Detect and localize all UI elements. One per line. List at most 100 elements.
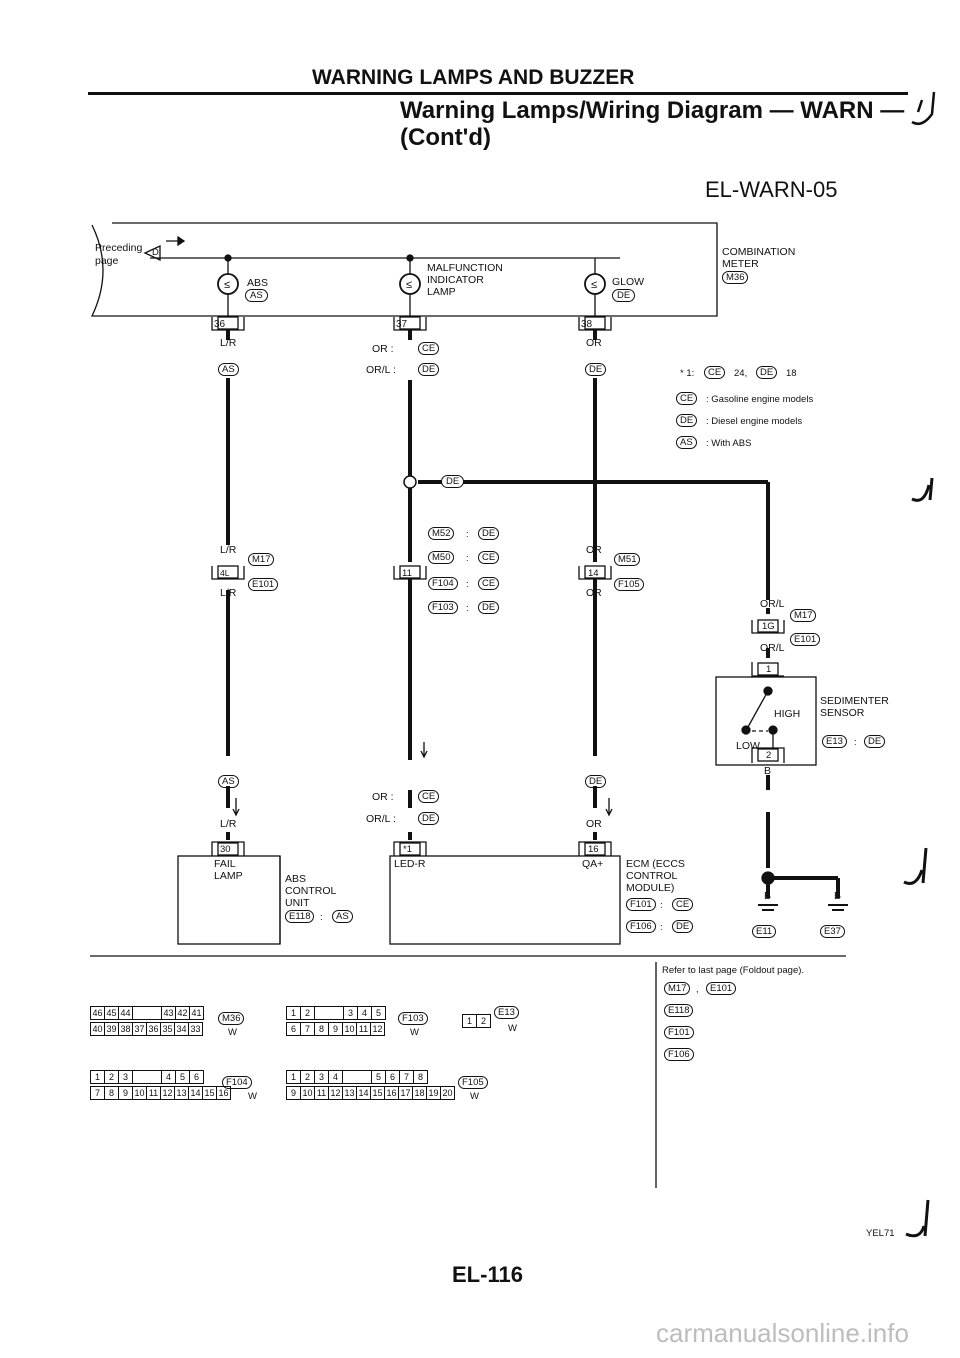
wire-color-or: OR	[586, 544, 602, 556]
connector-pin-cell: 16	[384, 1086, 399, 1100]
foldout-reference: Refer to last page (Foldout page).	[662, 965, 805, 976]
connector-pin-cell: 43	[161, 1006, 176, 1020]
separator-colon: :	[854, 737, 857, 748]
mil-label-3: LAMP	[427, 286, 456, 298]
connector-pin-cell: 39	[104, 1022, 119, 1036]
connector-pin-cell: 46	[90, 1006, 105, 1020]
legend-as-desc: : With ABS	[706, 438, 752, 449]
wire-color-lr: L/R	[220, 587, 237, 599]
wire-harness-w: W	[410, 1027, 419, 1038]
connector-f103: F103	[398, 1012, 428, 1025]
connector-e101: E101	[790, 633, 821, 646]
connector-e118: E118	[285, 910, 315, 923]
tag-de: DE	[585, 363, 607, 376]
ecm-label-2: CONTROL	[626, 870, 678, 882]
connector-pin-cell: 1	[286, 1006, 301, 1020]
watermark: carmanualsonline.info	[656, 1318, 909, 1348]
wire-color-b: B	[834, 890, 842, 902]
mil-label-1: MALFUNCTION	[427, 262, 503, 274]
connector-pin-cell: 35	[160, 1022, 175, 1036]
connector-pin-cell: 37	[132, 1022, 147, 1036]
connector-pin-cell: 4	[357, 1006, 372, 1020]
connector-pin-cell: 40	[90, 1022, 105, 1036]
combination-meter-label-2: METER	[722, 258, 759, 270]
connector-pin-cell: 12	[328, 1086, 343, 1100]
connector-pin-cell: 5	[175, 1070, 190, 1084]
abs-control-unit-label-2: CONTROL	[285, 885, 337, 897]
wire-color-b: B	[764, 890, 772, 902]
connector-pin-cell: 6	[385, 1070, 400, 1084]
connector-pin-cell: 6	[286, 1022, 301, 1036]
wire-color-orl: OR/L	[760, 642, 785, 654]
connector-pin-cell: 8	[104, 1086, 119, 1100]
connector-pin-cell: 13	[174, 1086, 189, 1100]
connector-pin-cell: 38	[118, 1022, 133, 1036]
preceding-page-label: page	[95, 255, 119, 267]
ecm-label: ECM (ECCS	[626, 858, 685, 870]
wire-color-or: OR :	[372, 791, 394, 803]
section-title: WARNING LAMPS AND BUZZER	[312, 66, 635, 89]
wire-color-or: OR :	[372, 343, 394, 355]
tag-de: DE	[418, 363, 440, 376]
connector-pin-cell: 13	[342, 1086, 357, 1100]
connector-pin-cell: 5	[371, 1070, 386, 1084]
pin-2: 2	[766, 750, 772, 761]
legend-de-desc: : Diesel engine models	[706, 416, 803, 427]
connector-pin-cell: 15	[202, 1086, 217, 1100]
preceding-label: Preceding	[95, 242, 143, 254]
tag-ce: CE	[676, 392, 698, 405]
connector-e118: E118	[664, 1004, 694, 1017]
connector-pin-cell: 4	[328, 1070, 343, 1084]
connector-pin-cell: 18	[412, 1086, 427, 1100]
sensor-high-label: HIGH	[774, 708, 801, 720]
connector-pin-cell: 2	[300, 1070, 315, 1084]
connector-f103: F103	[428, 601, 458, 614]
connector-pin-cell: 6	[189, 1070, 204, 1084]
connector-e13: E13	[822, 735, 847, 748]
diagram-title: Warning Lamps/Wiring Diagram — WARN —	[400, 97, 905, 124]
pin-16: 16	[588, 844, 599, 855]
wire-harness-w: W	[248, 1091, 257, 1102]
connector-pin-cell	[132, 1006, 162, 1020]
separator-colon: :	[466, 603, 469, 614]
pin-30: 30	[220, 844, 231, 855]
pin-37: 37	[396, 319, 408, 330]
connector-pin-cell: 14	[356, 1086, 371, 1100]
connector-pin-cell: 11	[314, 1086, 329, 1100]
connector-m17: M17	[790, 609, 817, 622]
tag-as: AS	[218, 775, 239, 788]
connector-m17: M17	[664, 982, 691, 995]
glow-lamp-label: GLOW	[612, 276, 645, 288]
tag-ce: CE	[478, 551, 500, 564]
connector-f104: F104	[222, 1076, 252, 1089]
tag-de: DE	[478, 527, 500, 540]
connector-pin-cell: 2	[476, 1014, 491, 1028]
connector-e37: E37	[820, 925, 845, 938]
pin-1g: 1G	[762, 621, 775, 632]
tag-ce: CE	[418, 342, 440, 355]
connector-pin-cell: 9	[118, 1086, 133, 1100]
wire-color-orl: OR/L :	[366, 813, 396, 825]
wire-color-lr: L/R	[220, 818, 237, 830]
diagram-code: EL-WARN-05	[705, 177, 838, 202]
connector-pin-cell: 11	[146, 1086, 161, 1100]
connector-pin-cell	[342, 1070, 372, 1084]
legend-note-prefix: * 1:	[680, 368, 695, 379]
tag-as: AS	[218, 363, 239, 376]
connector-pin-cell: 5	[371, 1006, 386, 1020]
connector-f104: F104	[428, 577, 458, 590]
connector-m51: M51	[614, 553, 641, 566]
abs-control-unit-label: ABS	[285, 873, 307, 885]
connector-pin-cell: 11	[356, 1022, 371, 1036]
connector-e101: E101	[248, 578, 279, 591]
connector-f106: F106	[626, 920, 656, 933]
mil-label-2: INDICATOR	[427, 274, 484, 286]
sedimenter-sensor-label-2: SENSOR	[820, 707, 865, 719]
connector-pin-cell	[314, 1006, 344, 1020]
lamp-symbol-mil: ≤	[406, 279, 412, 291]
connector-f105: F105	[614, 578, 644, 591]
